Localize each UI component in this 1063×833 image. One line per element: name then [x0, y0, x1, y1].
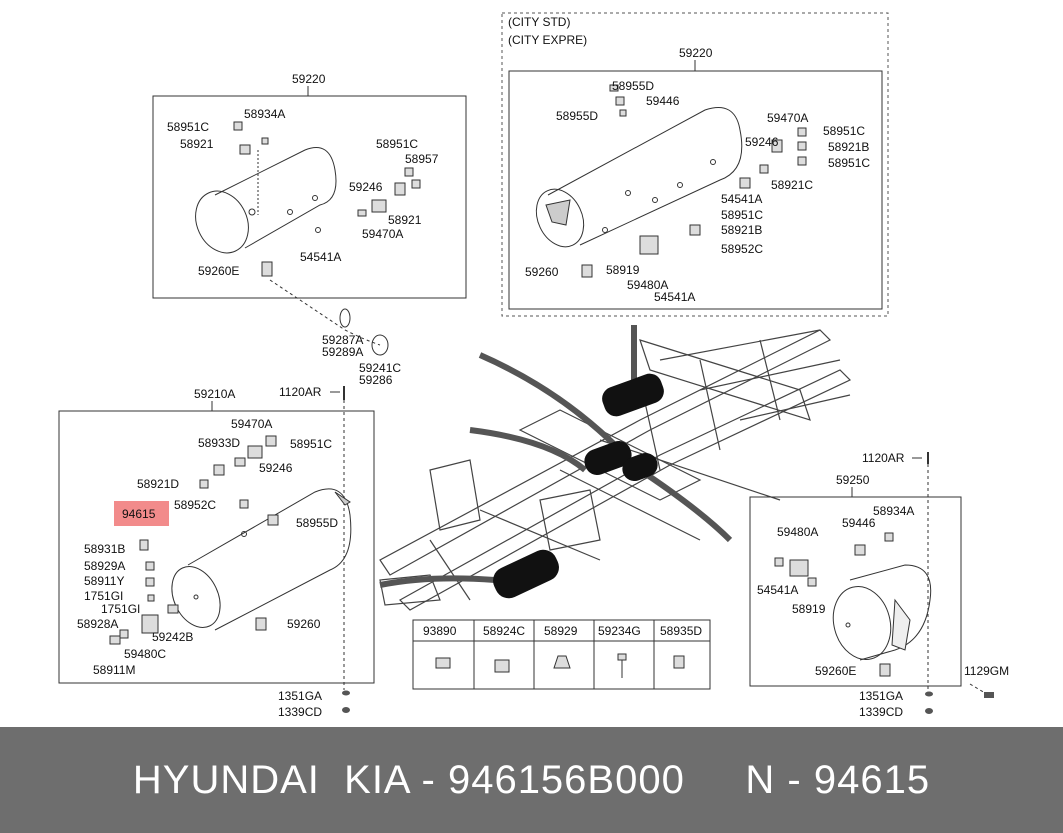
- part-label: 58921C: [771, 178, 813, 192]
- air-tank-bottom-right: [832, 564, 932, 661]
- part-label: 54541A: [721, 192, 762, 206]
- part-label: 58952C: [174, 498, 216, 512]
- part-label: 58955D: [296, 516, 338, 530]
- part-label: 58919: [792, 602, 826, 616]
- variant-label-expre: (CITY EXPRE): [508, 33, 587, 47]
- part-label: 54541A: [757, 583, 798, 597]
- air-tank-top-left: [195, 147, 337, 254]
- part-label: 59241C: [359, 361, 401, 375]
- part-label: 58951C: [823, 124, 865, 138]
- part-label: 1339CD: [859, 705, 903, 719]
- part-label: 58929A: [84, 559, 125, 573]
- part-label: 58921B: [828, 140, 869, 154]
- part-label: 58951C: [376, 137, 418, 151]
- part-label: 59470A: [362, 227, 403, 241]
- part-label: 58951C: [828, 156, 870, 170]
- chassis-frame: [379, 329, 852, 611]
- part-label: 58921D: [137, 477, 179, 491]
- fittings-top-left: [233, 121, 421, 277]
- part-label: 59246: [349, 180, 383, 194]
- part-label: 58911M: [93, 663, 135, 677]
- bolt-label-1120ar-left: 1120AR: [279, 385, 322, 399]
- top-right-title: 59220: [679, 46, 713, 60]
- part-label: 59260: [525, 265, 559, 279]
- part-label: 54541A: [300, 250, 341, 264]
- part-label: 58921: [388, 213, 422, 227]
- part-label: 58951C: [290, 437, 332, 451]
- part-label: 58911Y: [84, 574, 124, 588]
- part-label: 58955D: [556, 109, 598, 123]
- fittings-bottom-left: [109, 435, 279, 645]
- part-label: 1751GI: [84, 589, 123, 603]
- part-label: 58934A: [873, 504, 914, 518]
- highlighted-part-number: 94615: [122, 507, 156, 521]
- part-label: 1339CD: [278, 705, 322, 719]
- top-left-assembly: 59220 58951C 58934A 58921 58951C: [152, 72, 467, 299]
- part-label: 59446: [842, 516, 876, 530]
- part-label: 58951C: [167, 120, 209, 134]
- part-label: 59480C: [124, 647, 166, 661]
- part-label: 58952C: [721, 242, 763, 256]
- top-right-assembly: (CITY STD) (CITY EXPRE) 59220: [501, 12, 889, 317]
- part-label: 58919: [606, 263, 640, 277]
- fittings-bottom-right: [774, 532, 894, 677]
- part-label: 59480A: [627, 278, 668, 292]
- bottom-right-assembly: 1120AR 59250 58934A 59480A 59446 54541A …: [749, 451, 1009, 719]
- variant-label-std: (CITY STD): [508, 15, 570, 29]
- part-label: 59242B: [152, 630, 193, 644]
- hose-assembly: 59287A 59289A 59241C 59286: [269, 279, 401, 387]
- part-label: 59286: [359, 373, 393, 387]
- legend-header-1: 93890: [423, 624, 457, 638]
- legend-header-2: 58924C: [483, 624, 525, 638]
- part-label: 1129GM: [964, 664, 1009, 678]
- part-label: 58951C: [721, 208, 763, 222]
- footer-bar: HYUNDAI KIA - 946156B000 N - 94615: [0, 727, 1063, 833]
- part-label: 59446: [646, 94, 680, 108]
- part-label: 59246: [259, 461, 293, 475]
- part-label: 59260: [287, 617, 321, 631]
- part-label: 58955D: [612, 79, 654, 93]
- footer-text: HYUNDAI KIA - 946156B000 N - 94615: [0, 727, 1063, 833]
- part-label: 58928A: [77, 617, 118, 631]
- part-label: 59289A: [322, 345, 363, 359]
- part-label: 58931B: [84, 542, 125, 556]
- part-label: 59260E: [815, 664, 856, 678]
- bottom-left-assembly: 59210A 1120AR: [58, 385, 375, 719]
- highlighted-part-box: [114, 501, 169, 526]
- part-label: 59480A: [777, 525, 818, 539]
- part-label: 1351GA: [859, 689, 903, 703]
- part-label: 1751GI: [101, 602, 140, 616]
- legend-header-4: 59234G: [598, 624, 641, 638]
- bottom-right-title: 59250: [836, 473, 870, 487]
- brand-part-number: HYUNDAI KIA - 946156B000: [132, 757, 685, 802]
- part-label: 59260E: [198, 264, 239, 278]
- part-label: 59470A: [767, 111, 808, 125]
- part-label: 58957: [405, 152, 439, 166]
- part-label: 59246: [745, 135, 779, 149]
- legend-header-3: 58929: [544, 624, 578, 638]
- top-left-title: 59220: [292, 72, 326, 86]
- bolt-label-1120ar-right: 1120AR: [862, 451, 905, 465]
- part-label: 58934A: [244, 107, 285, 121]
- part-label: 58921: [180, 137, 214, 151]
- part-label: 58933D: [198, 436, 240, 450]
- legend-table: [412, 619, 711, 690]
- part-label: 58921B: [721, 223, 762, 237]
- short-part-number: N - 94615: [745, 757, 931, 802]
- part-label: 59287A: [322, 333, 363, 347]
- legend-header-5: 58935D: [660, 624, 702, 638]
- part-label: 1351GA: [278, 689, 322, 703]
- parts-diagram: 59220 58951C 58934A 58921 58951C: [58, 12, 1009, 719]
- part-label: 59470A: [231, 417, 272, 431]
- fittings-top-right: [581, 84, 807, 278]
- air-tank-top-right: [535, 107, 743, 248]
- part-label: 54541A: [654, 290, 695, 304]
- chassis-tanks: [379, 325, 733, 599]
- bottom-left-title: 59210A: [194, 387, 235, 401]
